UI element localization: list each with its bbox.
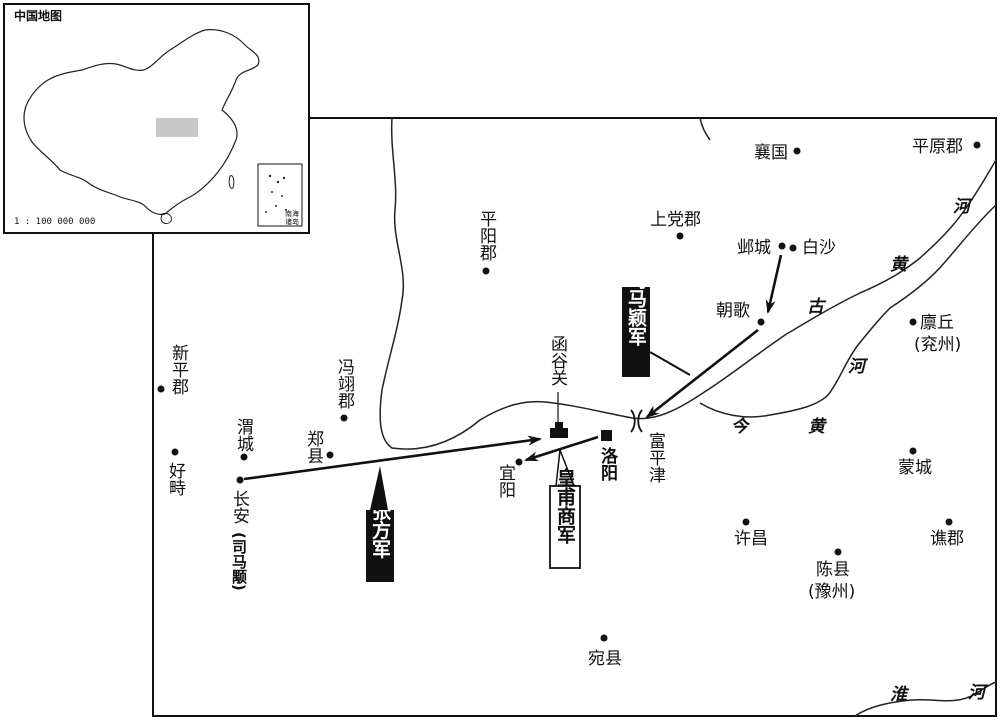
taiwan-island <box>228 175 235 189</box>
south-sea-inset-box <box>257 163 303 227</box>
dot-xinping <box>157 385 165 393</box>
river-label-he1: 河 <box>953 197 974 217</box>
label-changan: 长安 <box>229 490 250 524</box>
river-label-gu: 古 <box>807 297 827 317</box>
south-sea-label-1: 南海 <box>285 209 299 218</box>
label-weicheng: 渭城 <box>233 418 254 452</box>
dot-pingyuan <box>973 141 981 149</box>
dot-wanxian <box>600 634 608 642</box>
label-yiyang: 宜阳 <box>495 464 516 498</box>
label-chenxian: 陈县 <box>816 560 850 580</box>
route-huangfushang <box>524 435 599 462</box>
dot-zhengxian <box>326 451 334 459</box>
label-yecheng: 邺城 <box>737 238 771 258</box>
huai-river-line <box>854 681 997 717</box>
label-pingyang: 平阳郡 <box>476 210 497 261</box>
label-fengyi: 冯翊郡 <box>334 358 355 409</box>
label-yuzhou: (豫州) <box>808 582 855 602</box>
dot-yiyang <box>515 458 523 466</box>
inset-title: 中国地图 <box>14 8 62 23</box>
plateau-boundary-line <box>379 117 997 450</box>
luoyang-marker <box>601 430 612 441</box>
dot-mengcheng <box>909 447 917 455</box>
inset-highlight-region <box>156 118 198 137</box>
label-luoyang: 洛阳 <box>597 446 618 482</box>
label-wanxian: 宛县 <box>588 649 622 669</box>
hangu-pass-marker <box>550 422 568 438</box>
army-label-simaying: 司马颖军 <box>622 270 691 377</box>
china-outline <box>23 29 260 216</box>
river-label-huai: 淮 <box>890 685 910 705</box>
army-label-huangfushang: 皇甫商军 <box>549 449 581 569</box>
place-dots <box>157 141 981 642</box>
label-shangdang: 上党郡 <box>650 210 701 230</box>
label-haozhi: 好畤 <box>165 462 186 496</box>
label-fupingjin: 富平津 <box>645 432 666 483</box>
svg-text:皇甫商军: 皇甫商军 <box>554 467 576 545</box>
dot-changan <box>236 476 244 484</box>
label-zhengxian: 郑县 <box>303 430 324 464</box>
dot-haozhi <box>171 448 179 456</box>
dot-chenxian <box>834 548 842 556</box>
dot-linqiu <box>909 318 917 326</box>
south-sea-islands <box>265 174 287 213</box>
river-label-huang2: 黄 <box>808 417 828 437</box>
dot-xuchang <box>742 518 750 526</box>
dot-pingyang <box>482 267 490 275</box>
label-linqiu: 廪丘 <box>920 313 954 333</box>
army-label-zhangfang: 张方军 <box>366 466 394 582</box>
east-boundary-line <box>699 117 711 141</box>
river-label-he2: 河 <box>848 357 869 377</box>
svg-text:张方军: 张方军 <box>369 501 391 559</box>
label-qiaojun: 谯郡 <box>930 529 964 549</box>
label-mengcheng: 蒙城 <box>898 458 932 478</box>
river-label-jin: 今 <box>731 417 751 437</box>
dot-zhaoge <box>757 318 765 326</box>
route-simaying-2 <box>645 328 759 419</box>
route-simaying-1 <box>765 254 783 314</box>
inset-scale: 1 : 100 000 000 <box>14 217 95 227</box>
label-yanzhou: (兖州) <box>914 335 961 355</box>
dot-shangdang <box>676 232 684 240</box>
river-label-he3: 河 <box>968 683 989 703</box>
dot-xiangguo <box>793 147 801 155</box>
label-baisha: 白沙 <box>802 238 836 258</box>
label-hangu: 函谷关 <box>547 335 568 386</box>
svg-text:司马颖军: 司马颖军 <box>625 270 647 347</box>
label-xinping: 新平郡 <box>168 344 189 395</box>
label-pingyuan: 平原郡 <box>912 137 963 157</box>
label-zhaoge: 朝歌 <box>716 301 750 321</box>
dot-weicheng <box>240 453 248 461</box>
label-simayong: (司马颙) <box>230 532 248 591</box>
dot-baisha <box>789 244 797 252</box>
ford-symbol <box>630 409 643 433</box>
label-xuchang: 许昌 <box>734 529 768 549</box>
route-zhangfang <box>243 435 542 481</box>
dot-fengyi <box>340 414 348 422</box>
new-yellow-river-line <box>699 204 997 418</box>
hainan-island <box>160 213 172 224</box>
south-sea-label-2: 诸岛 <box>285 217 299 226</box>
river-label-huang1: 黄 <box>890 255 910 275</box>
label-xiangguo: 襄国 <box>754 142 788 163</box>
dot-qiaojun <box>945 518 953 526</box>
dot-yecheng <box>778 242 786 250</box>
